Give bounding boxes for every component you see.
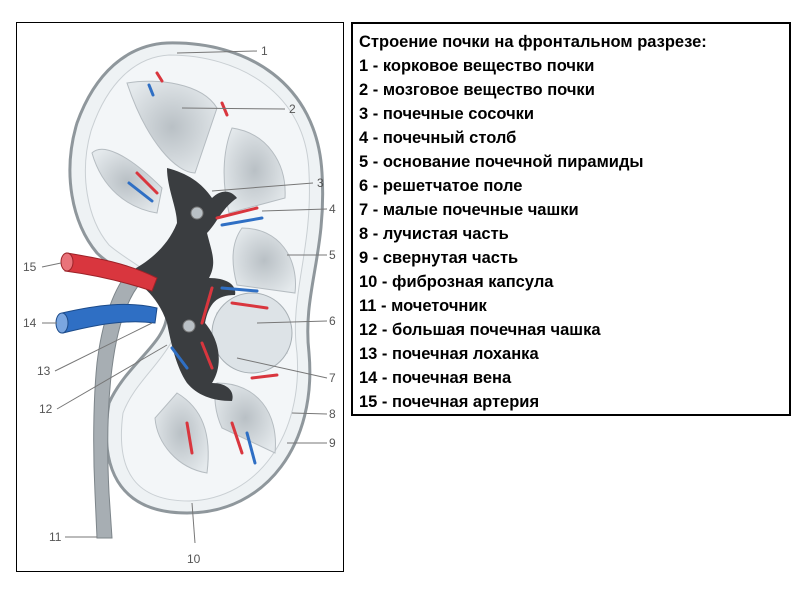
leader-lines — [41, 50, 328, 544]
callout-1: 1 — [261, 44, 268, 58]
legend-item-12: 12 - большая почечная чашка — [359, 321, 601, 339]
ureter — [93, 272, 143, 539]
callout-3: 3 — [317, 176, 324, 190]
legend-title: Строение почки на фронтальном разрезе: — [359, 33, 707, 51]
legend-item-6: 6 - решетчатое поле — [359, 177, 523, 195]
legend-item-14: 14 - почечная вена — [359, 369, 512, 387]
callout-5: 5 — [329, 248, 336, 262]
kidney-figure-panel: 1 2 3 4 5 6 7 8 9 10 11 12 13 14 15 — [16, 22, 344, 572]
intrarenal-vessels — [127, 71, 279, 465]
callout-11: 11 — [49, 530, 62, 544]
legend-item-11: 11 - мочеточник — [359, 297, 487, 315]
legend-item-15: 15 - почечная артерия — [359, 393, 540, 411]
legend-item-1: 1 - корковое вещество почки — [359, 57, 595, 75]
legend-item-4: 4 - почечный столб — [359, 129, 517, 147]
callout-8: 8 — [329, 407, 336, 421]
callout-14: 14 — [23, 316, 37, 330]
callout-4: 4 — [329, 202, 336, 216]
renal-vein — [61, 303, 158, 334]
legend-item-13: 13 - почечная лоханка — [359, 345, 539, 363]
legend-item-9: 9 - свернутая часть — [359, 249, 519, 267]
legend-item-7: 7 - малые почечные чашки — [359, 201, 579, 219]
legend-item-3: 3 - почечные сосочки — [359, 105, 535, 123]
callout-15: 15 — [23, 260, 37, 274]
legend-item-2: 2 - мозговое вещество почки — [359, 81, 595, 99]
legend-item-5: 5 - основание почечной пирамиды — [359, 153, 644, 171]
callout-10: 10 — [187, 552, 201, 566]
callout-numbers: 1 2 3 4 5 6 7 8 9 10 11 12 13 14 15 — [23, 44, 336, 566]
renal-artery — [64, 252, 158, 292]
callout-7: 7 — [329, 371, 336, 385]
callout-12: 12 — [39, 402, 53, 416]
callout-13: 13 — [37, 364, 51, 378]
callout-6: 6 — [329, 314, 336, 328]
callout-2: 2 — [289, 102, 296, 116]
cribriform-area — [211, 292, 293, 374]
legend-item-10: 10 - фиброзная капсула — [359, 273, 554, 291]
renal-pelvis — [127, 168, 237, 401]
legend-box: Строение почки на фронтальном разрезе: 1… — [351, 22, 791, 416]
legend-item-8: 8 - лучистая часть — [359, 225, 509, 243]
renal-pyramids — [91, 80, 297, 474]
callout-9: 9 — [329, 436, 336, 450]
kidney-section-diagram: 1 2 3 4 5 6 7 8 9 10 11 12 13 14 15 — [23, 41, 336, 566]
